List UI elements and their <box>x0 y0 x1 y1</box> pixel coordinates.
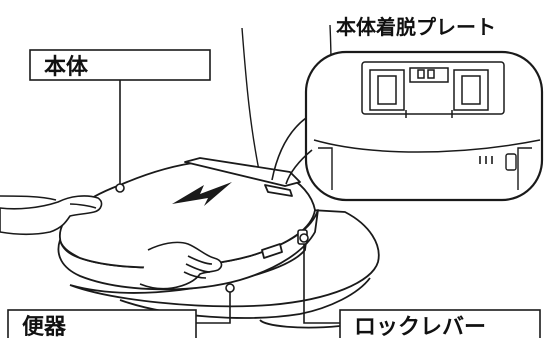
body-label-box: 本体 <box>29 49 211 81</box>
left-hand-shape <box>0 195 103 236</box>
detach-plate-label: 本体着脱プレート <box>336 15 496 39</box>
body-label: 本体 <box>44 55 89 80</box>
toilet-label-box: 便器 <box>7 309 197 338</box>
leader-dots <box>115 183 309 293</box>
lock-lever-label-box: ロックレバー <box>339 309 541 338</box>
detach-plate-zoom-view <box>271 50 544 202</box>
toilet-bowl-label: 便器 <box>22 315 67 338</box>
toilet-bowl-shape <box>69 209 380 329</box>
arrow-left-down-icon <box>172 182 232 206</box>
right-hand-shape <box>139 241 223 290</box>
lock-lever-label: ロックレバー <box>354 315 486 338</box>
leader-lines <box>119 74 340 324</box>
